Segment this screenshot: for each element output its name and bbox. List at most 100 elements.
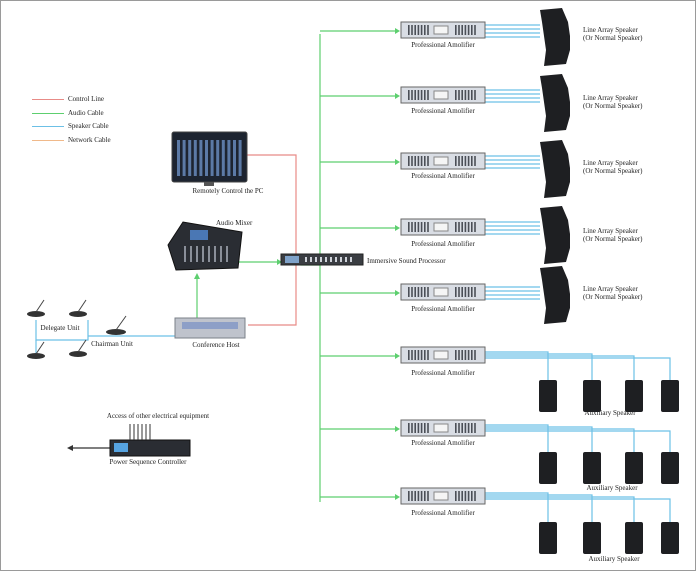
delegate-mic-base-1 xyxy=(27,311,45,317)
amplifier-vent-left-8-4 xyxy=(417,491,420,501)
audio-mixer-fader-3 xyxy=(196,246,198,262)
amplifier-display-2 xyxy=(433,90,449,100)
amplifier-vent-left-1-7 xyxy=(427,25,429,35)
pc-screen-fader-5 xyxy=(199,140,203,176)
pc-screen-fader-12 xyxy=(238,140,242,176)
amplifier-vent-right-5-2 xyxy=(458,287,460,297)
audio-mixer-fader-8 xyxy=(226,246,228,262)
audio-mixer-fader-1 xyxy=(184,246,186,262)
pc-screen-fader-9 xyxy=(221,140,225,176)
delegate-mic-stem-3 xyxy=(35,341,45,355)
amplifier-vent-left-3-7 xyxy=(427,156,429,166)
audio-arrow-amplifier-7 xyxy=(395,426,400,432)
amplifier-vent-left-8-6 xyxy=(424,491,426,501)
speaker-wire-aux-3-3 xyxy=(485,496,635,522)
amplifier-vent-right-5-5 xyxy=(467,287,470,297)
legend-item-network-cable: Network Cable xyxy=(32,135,142,149)
amplifier-vent-right-6-1 xyxy=(455,350,457,360)
speaker-label-6: Auxiliary Speaker xyxy=(584,409,636,417)
speaker-wire-aux-2-3 xyxy=(485,428,635,452)
amplifier-vent-right-6-7 xyxy=(474,350,476,360)
amplifier-vent-right-3-5 xyxy=(467,156,470,166)
amplifier-vent-right-1-1 xyxy=(455,25,457,35)
legend-swatch-speaker-cable xyxy=(32,126,64,127)
amplifier-vent-left-4-7 xyxy=(427,222,429,232)
amplifier-vent-right-3-6 xyxy=(471,156,473,166)
audio-arrow-amplifier-3 xyxy=(395,159,400,165)
legend-label-speaker-cable: Speaker Cable xyxy=(68,122,109,130)
audio-mixer-fader-7 xyxy=(220,246,222,262)
amplifier-vent-right-8-5 xyxy=(467,491,470,501)
speaker-label-1a: Line Array Speaker xyxy=(583,26,638,34)
audio-arrow-amplifier-6 xyxy=(395,353,400,359)
amplifier-vent-left-4-4 xyxy=(417,222,420,232)
amplifier-vent-left-1-2 xyxy=(411,25,413,35)
amplifier-display-3 xyxy=(433,156,449,166)
auxiliary-speaker-3-1 xyxy=(539,522,557,554)
amplifier-vent-right-2-5 xyxy=(467,90,470,100)
amplifier-vent-left-7-6 xyxy=(424,423,426,433)
amplifier-vent-right-8-1 xyxy=(455,491,457,501)
other-equipment-label: Access of other electrical equipment xyxy=(106,412,210,420)
amplifier-vent-right-6-2 xyxy=(458,350,460,360)
chairman-mic-stem xyxy=(115,315,127,331)
legend-label-control-line: Control Line xyxy=(68,95,104,103)
speaker-label-7: Auxiliary Speaker xyxy=(586,484,638,492)
audio-arrow-processor xyxy=(277,259,282,265)
amplifier-vent-right-1-3 xyxy=(461,25,463,35)
amplifier-display-4 xyxy=(433,222,449,232)
amplifier-vent-right-5-1 xyxy=(455,287,457,297)
amplifier-vent-right-5-7 xyxy=(474,287,476,297)
amplifier-vent-left-5-4 xyxy=(417,287,420,297)
pc-screen-fader-7 xyxy=(210,140,214,176)
speaker-wire-aux-2-1 xyxy=(485,424,549,452)
amplifier-vent-right-4-4 xyxy=(464,222,467,232)
legend-swatch-control-line xyxy=(32,99,64,100)
amplifier-vent-left-2-2 xyxy=(411,90,413,100)
pc-screen-fader-6 xyxy=(205,140,208,176)
amplifier-vent-right-8-2 xyxy=(458,491,460,501)
amplifier-vent-right-4-5 xyxy=(467,222,470,232)
remote-pc-label: Remotely Control the PC xyxy=(192,187,264,195)
audio-mixer-fader-4 xyxy=(202,246,204,262)
amplifier-vent-right-6-4 xyxy=(464,350,467,360)
processor-label: Immersive Sound Processor xyxy=(367,257,446,265)
power-sequence-display xyxy=(114,443,128,452)
speaker-label-8: Auxiliary Speaker xyxy=(588,555,640,563)
amplifier-vent-left-3-3 xyxy=(414,156,416,166)
amplifier-vent-right-2-4 xyxy=(464,90,467,100)
auxiliary-speaker-2-1 xyxy=(539,452,557,484)
amplifier-vent-left-8-7 xyxy=(427,491,429,501)
processor-button-6 xyxy=(330,257,332,262)
amplifier-display-8 xyxy=(433,491,449,501)
processor-button-5 xyxy=(325,257,327,262)
amplifier-vent-right-7-2 xyxy=(458,423,460,433)
amplifier-vent-right-1-6 xyxy=(471,25,473,35)
conference-host-panel xyxy=(182,322,238,329)
audio-arrow-mixer xyxy=(194,273,200,279)
legend-item-speaker-cable: Speaker Cable xyxy=(32,121,142,135)
amplifier-vent-right-7-3 xyxy=(461,423,463,433)
amplifier-vent-right-5-3 xyxy=(461,287,463,297)
conference-host-label: Conference Host xyxy=(192,341,240,349)
pc-screen-fader-11 xyxy=(233,140,236,176)
amplifier-label-4: Professional Amolifier xyxy=(411,240,475,248)
auxiliary-speaker-2-2 xyxy=(583,452,601,484)
control-wire-pc-host xyxy=(247,154,297,326)
amplifier-vent-right-2-2 xyxy=(458,90,460,100)
legend-item-audio-cable: Audio Cable xyxy=(32,108,142,122)
legend-item-control-line: Control Line xyxy=(32,94,142,108)
amplifier-vent-left-2-1 xyxy=(408,90,410,100)
amplifier-vent-left-5-6 xyxy=(424,287,426,297)
amplifier-vent-right-1-7 xyxy=(474,25,476,35)
amplifier-vent-right-4-7 xyxy=(474,222,476,232)
audio-mixer-fader-6 xyxy=(214,246,216,262)
auxiliary-speaker-1-1 xyxy=(539,380,557,412)
amplifier-vent-right-4-2 xyxy=(458,222,460,232)
amplifier-vent-left-5-3 xyxy=(414,287,416,297)
amplifier-vent-right-8-3 xyxy=(461,491,463,501)
processor-button-1 xyxy=(305,257,307,262)
processor-button-4 xyxy=(320,257,322,262)
